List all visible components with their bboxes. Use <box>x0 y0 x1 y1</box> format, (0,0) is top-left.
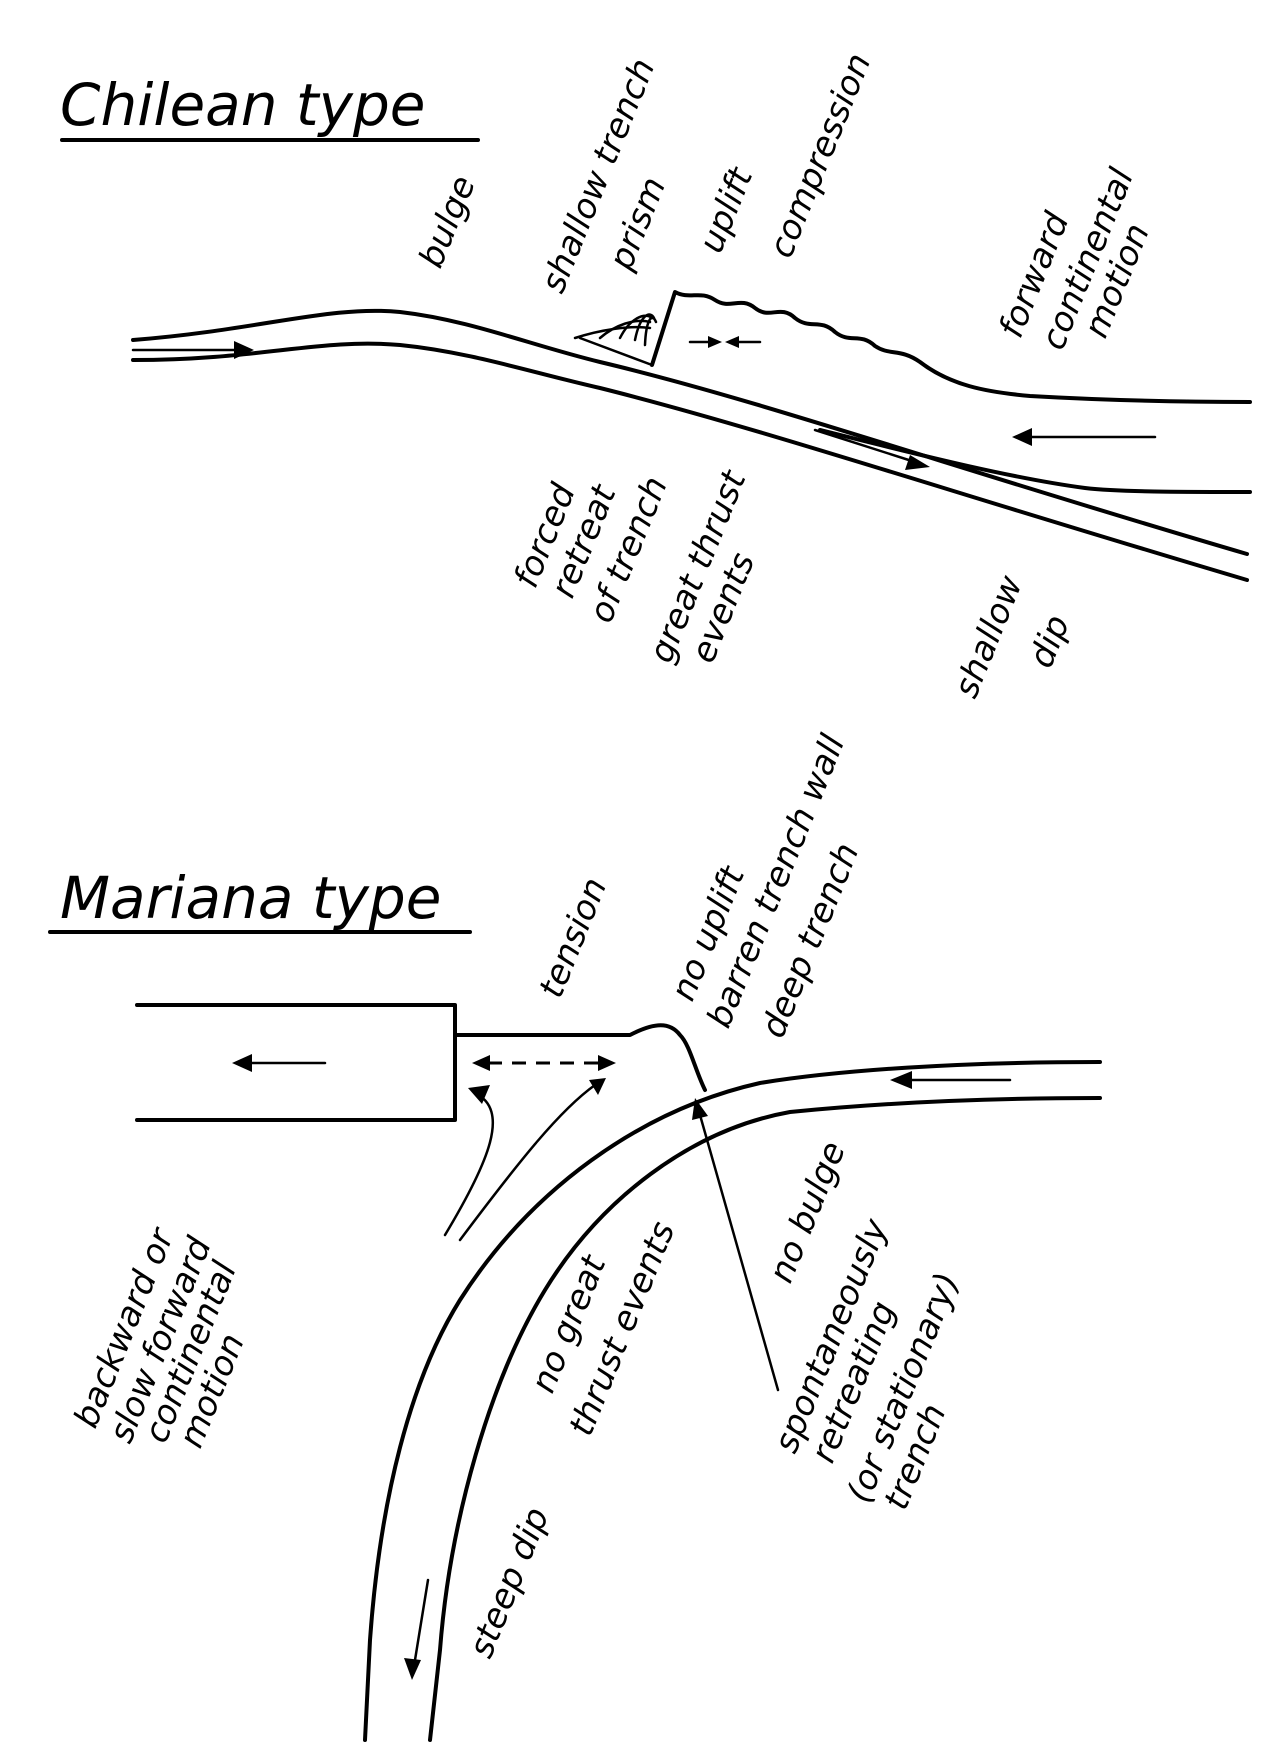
chilean-oceanic-plate <box>131 308 1249 582</box>
mariana-subducting-slab <box>363 1060 1102 1742</box>
chilean-compression-arrows <box>688 336 762 348</box>
mariana-mantle-flow <box>443 1078 606 1242</box>
chilean-thrust-arrow <box>813 428 930 470</box>
chilean-accretionary-prism <box>573 313 658 367</box>
mariana-trench-pointer <box>692 1098 780 1392</box>
mariana-overriding-plate <box>135 1003 707 1122</box>
mariana-title: Mariana type <box>60 864 441 932</box>
chilean-title: Chilean type <box>60 71 425 139</box>
chilean-continental-plate <box>650 290 1252 494</box>
mariana-tension-arrows <box>472 1055 616 1071</box>
